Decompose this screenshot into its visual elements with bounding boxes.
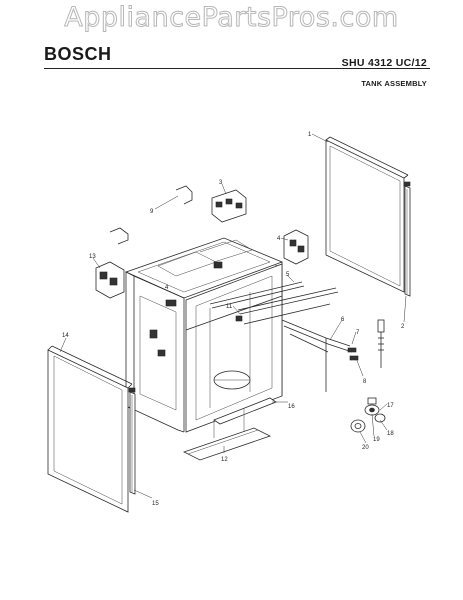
part-label-8: 8: [363, 379, 367, 385]
clip-brackets: [109, 185, 193, 245]
part-label-11: 11: [226, 304, 233, 310]
part-label-5: 5: [286, 272, 290, 278]
right-rails: [281, 319, 359, 392]
part-label-19: 19: [373, 437, 380, 443]
header-rule: [44, 68, 430, 69]
right-bracket: [283, 229, 309, 265]
part-label-18: 18: [387, 431, 394, 437]
part-label-7: 7: [356, 330, 360, 336]
part-label-4: 4: [277, 236, 281, 242]
part-label-17: 17: [387, 403, 394, 409]
side-panel-right: [325, 136, 409, 293]
part-label-15: 15: [152, 501, 159, 507]
side-strip-left: [128, 387, 136, 495]
watermark: AppliancePartsPros.com: [64, 2, 399, 34]
upper-rod: [209, 281, 305, 309]
part-label-1: 1: [308, 132, 312, 138]
leader-lines: [59, 133, 407, 499]
part-label-14: 14: [62, 333, 69, 339]
valve-fittings: [350, 397, 386, 433]
part-label-20: 20: [362, 445, 369, 451]
hose: [377, 319, 385, 368]
tub-frame: [124, 237, 284, 433]
bracket-arms: [235, 287, 339, 325]
side-panel-left: [47, 345, 133, 513]
top-bracket: [211, 189, 247, 223]
part-label-9: 9: [150, 209, 154, 215]
part-label-2: 2: [401, 324, 405, 330]
left-bracket: [95, 261, 125, 299]
part-label-10: 10: [214, 264, 221, 270]
diagram-subtitle: TANK ASSEMBLY: [361, 79, 427, 88]
part-label-4b: 4: [165, 285, 169, 291]
part-label-3: 3: [219, 180, 223, 186]
side-strip-right: [403, 181, 411, 297]
part-label-13: 13: [89, 254, 96, 260]
part-label-6: 6: [341, 317, 345, 323]
part-label-16: 16: [288, 404, 295, 410]
part-label-12: 12: [221, 457, 228, 463]
part-number-labels: 1 2 3 4 4 5 6 7 8 9 10 11 12 13 14 15 16…: [62, 132, 405, 507]
brand-logo: BOSCH: [44, 44, 112, 64]
kick-plate: [182, 427, 272, 461]
model-number: SHU 4312 UC/12: [341, 57, 427, 69]
